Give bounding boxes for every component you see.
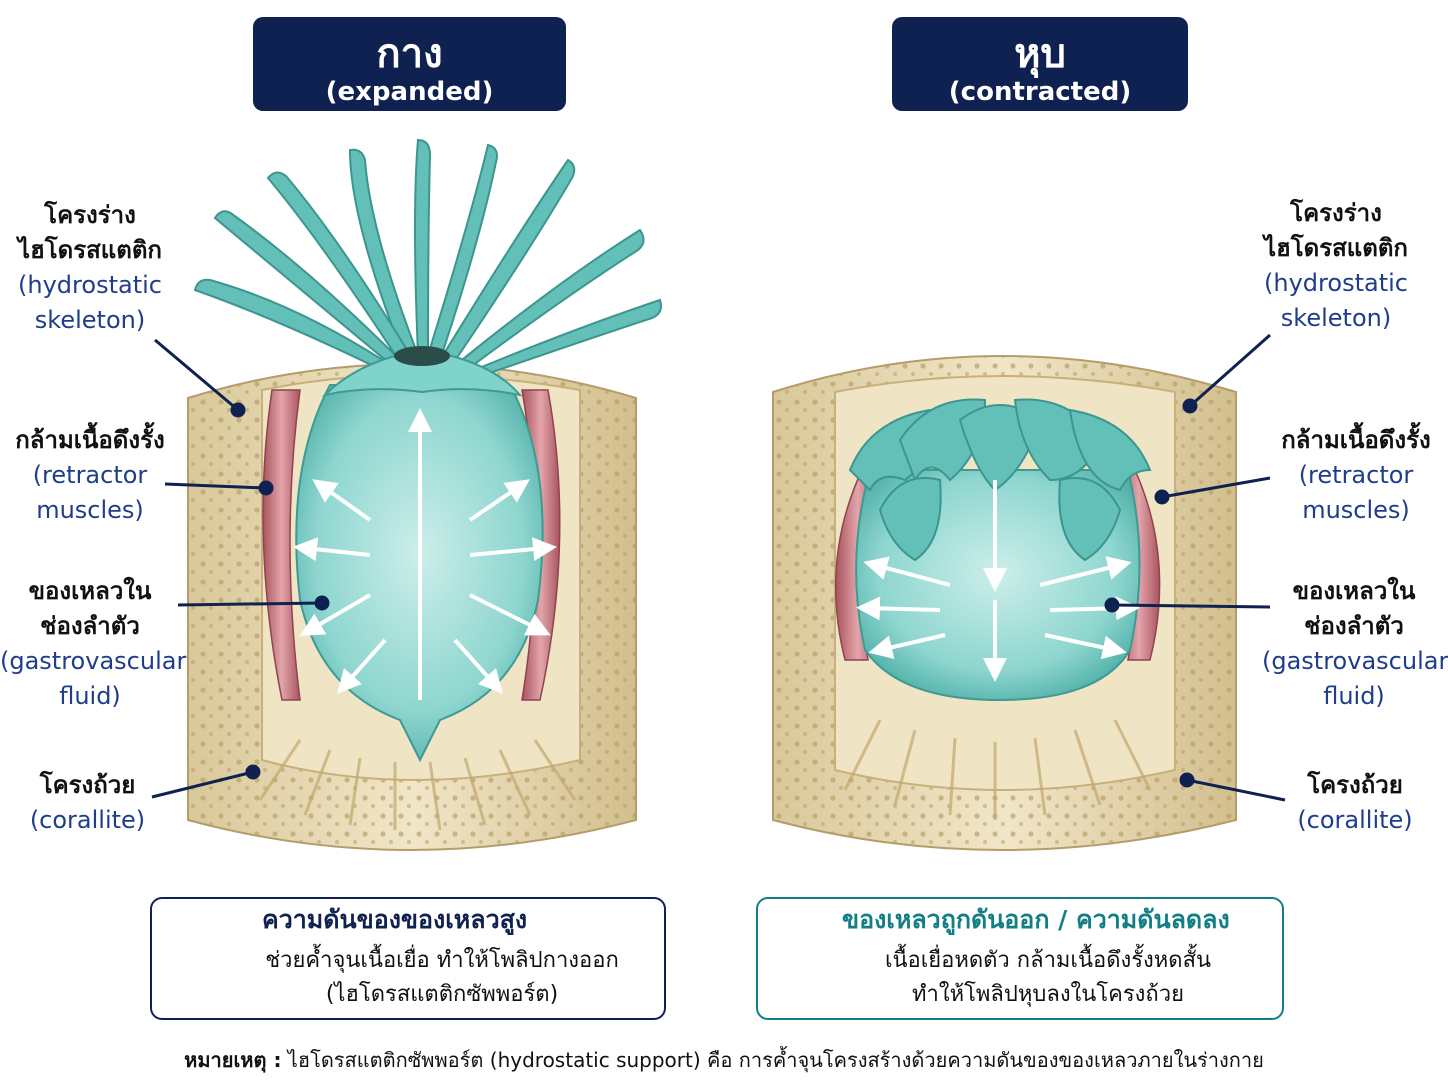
label-retractor-en2: muscles) xyxy=(36,496,144,524)
contracted-polyp xyxy=(772,355,1237,851)
label-hydrostatic-en1: (hydrostatic xyxy=(1264,269,1408,297)
title-expanded-english: (expanded) xyxy=(325,77,494,107)
footnote-text: ไฮโดรสแตติกซัพพอร์ต (hydrostatic support… xyxy=(281,1048,1264,1072)
label-fluid-en2: fluid) xyxy=(59,682,121,710)
label-retractor-en1: (retractor xyxy=(1298,461,1414,489)
expanded-polyp xyxy=(187,138,662,851)
explanation-panel-expanded: ความดันของของเหลวสูง ช่วยค้ำจุนเนื้อเยื่… xyxy=(150,897,666,1020)
label-hydrostatic-th1: โครงร่าง xyxy=(44,201,136,229)
label-corallite-th1: โครงถ้วย xyxy=(39,771,136,799)
pressure-arrows-right xyxy=(856,480,1140,682)
label-fluid-th2: ช่องลำตัว xyxy=(40,612,140,640)
footnote-label: หมายเหตุ : xyxy=(184,1048,282,1072)
label-corallite-right: โครงถ้วย (corallite) xyxy=(1275,768,1435,838)
label-corallite-en1: (corallite) xyxy=(1297,806,1413,834)
title-contracted-english: (contracted) xyxy=(948,77,1132,107)
label-retractor-right: กล้ามเนื้อดึงรั้ง (retractor muscles) xyxy=(1266,423,1446,528)
label-corallite-th1: โครงถ้วย xyxy=(1307,771,1403,799)
label-fluid-th2: ช่องลำตัว xyxy=(1304,612,1404,640)
explanation-panel-contracted: ของเหลวถูกดันออก / ความดันลดลง เนื้อเยื่… xyxy=(756,897,1284,1020)
label-retractor-th1: กล้ามเนื้อดึงรั้ง xyxy=(15,426,165,454)
label-hydrostatic-en2: skeleton) xyxy=(1280,304,1392,332)
title-contracted: หุบ (contracted) xyxy=(892,17,1188,111)
panel-contracted-title: ของเหลวถูกดันออก / ความดันลดลง xyxy=(842,905,1230,934)
label-hydrostatic-right: โครงร่าง ไฮโดรสแตติก (hydrostatic skelet… xyxy=(1256,196,1416,336)
label-hydrostatic-th1: โครงร่าง xyxy=(1290,199,1382,227)
tentacles-left xyxy=(193,138,662,384)
label-fluid-en1: (gastrovascular xyxy=(0,647,187,675)
label-hydrostatic-th2: ไฮโดรสแตติก xyxy=(1264,234,1408,262)
label-retractor-th1: กล้ามเนื้อดึงรั้ง xyxy=(1281,426,1431,454)
label-hydrostatic-en1: (hydrostatic xyxy=(18,271,162,299)
label-fluid-th1: ของเหลวใน xyxy=(28,577,152,605)
label-fluid-th1: ของเหลวใน xyxy=(1292,577,1416,605)
label-fluid-en1: (gastrovascular xyxy=(1262,647,1448,675)
mouth-left xyxy=(394,346,450,366)
label-corallite-en1: (corallite) xyxy=(29,806,146,834)
label-fluid-en2: fluid) xyxy=(1323,682,1385,710)
panel-contracted-line1: เนื้อเยื่อหดตัว กล้ามเนื้อดึงรั้งหดสั้น xyxy=(884,948,1212,973)
panel-contracted-line2: ทำให้โพลิปหุบลงในโครงถ้วย xyxy=(912,982,1184,1007)
label-retractor-left: กล้ามเนื้อดึงรั้ง (retractor muscles) xyxy=(0,423,180,528)
pressure-arrows-left xyxy=(293,408,557,700)
panel-expanded-line2: (ไฮโดรสแตติกซัพพอร์ต) xyxy=(325,982,559,1007)
title-expanded: กาง (expanded) xyxy=(253,17,566,111)
title-contracted-thai: หุบ xyxy=(1014,31,1066,77)
label-hydrostatic-en2: skeleton) xyxy=(34,306,146,334)
title-expanded-thai: กาง xyxy=(376,31,443,77)
leader-lines xyxy=(151,333,1286,802)
label-retractor-en1: (retractor xyxy=(32,461,148,489)
panel-expanded-title: ความดันของของเหลวสูง xyxy=(262,905,528,934)
label-fluid-right: ของเหลวใน ช่องลำตัว (gastrovascular flui… xyxy=(1262,574,1448,714)
label-corallite-left: โครงถ้วย (corallite) xyxy=(0,768,175,838)
panel-expanded-line1: ช่วยค้ำจุนเนื้อเยื่อ ทำให้โพลิปกางออก xyxy=(265,948,619,973)
label-hydrostatic-left: โครงร่าง ไฮโดรสแตติก (hydrostatic skelet… xyxy=(0,198,180,338)
footnote: หมายเหตุ : ไฮโดรสแตติกซัพพอร์ต (hydrosta… xyxy=(0,1044,1448,1076)
label-fluid-left: ของเหลวใน ช่องลำตัว (gastrovascular flui… xyxy=(0,574,187,714)
label-hydrostatic-th2: ไฮโดรสแตติก xyxy=(18,236,162,264)
label-retractor-en2: muscles) xyxy=(1302,496,1410,524)
tentacles-right xyxy=(848,398,1152,562)
